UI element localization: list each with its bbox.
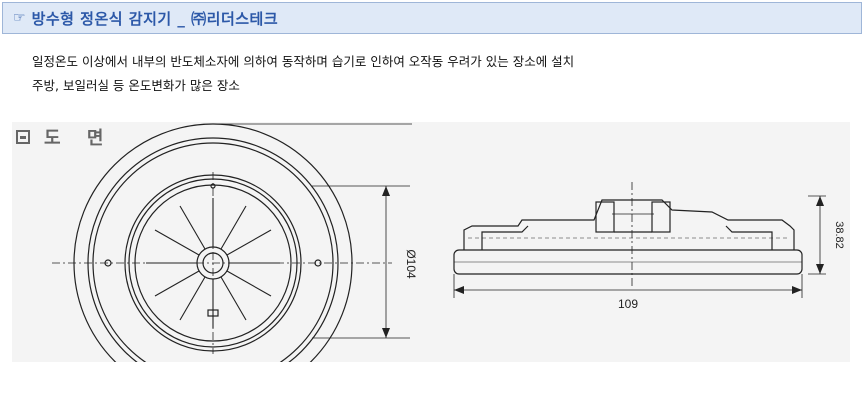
drawing-figure: 도 면 xyxy=(12,122,850,362)
pointing-hand-icon: ☞ xyxy=(13,10,26,26)
description-line-2: 주방, 보일러실 등 온도변화가 많은 장소 xyxy=(32,78,240,93)
drawing-heading: 도 면 xyxy=(16,124,113,150)
technical-drawing: Ø104 38.82 109 xyxy=(52,123,845,362)
drawing-title: 도 면 xyxy=(44,128,114,149)
square-bullet-icon xyxy=(16,130,30,144)
width-dimension-label: 109 xyxy=(618,297,638,311)
diameter-dimension-label: Ø104 xyxy=(404,249,418,279)
height-dimension-label: 38.82 xyxy=(833,221,845,249)
product-description: 일정온도 이상에서 내부의 반도체소자에 의하여 동작하며 습기로 인하여 오작… xyxy=(32,50,574,98)
page-title: 방수형 정온식 감지기 _ ㈜리더스테크 xyxy=(31,9,279,28)
title-bar: ☞ 방수형 정온식 감지기 _ ㈜리더스테크 xyxy=(2,2,862,34)
description-line-1: 일정온도 이상에서 내부의 반도체소자에 의하여 동작하며 습기로 인하여 오작… xyxy=(32,54,575,69)
